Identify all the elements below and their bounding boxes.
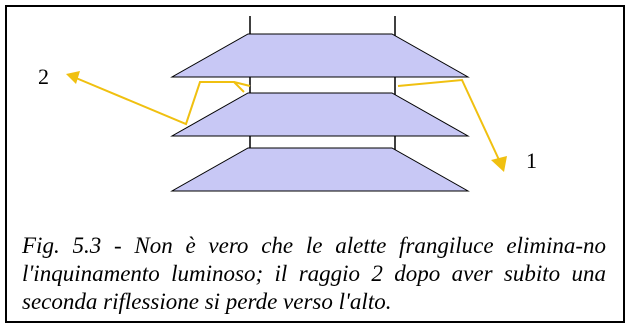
fin-middle <box>170 92 470 137</box>
ray-2-arrowhead <box>66 71 80 84</box>
ray-1-label: 1 <box>526 148 537 173</box>
ray-1-path <box>397 78 501 163</box>
fin-bottom <box>170 147 470 192</box>
ray-2-reflection <box>233 81 251 87</box>
ray-2-path <box>75 77 245 126</box>
fin-top <box>170 33 470 78</box>
ray-2-label: 2 <box>38 64 49 89</box>
ray-1-arrowhead <box>491 156 507 172</box>
figure-caption: Fig. 5.3 - Non è vero che le alette fran… <box>22 233 606 314</box>
